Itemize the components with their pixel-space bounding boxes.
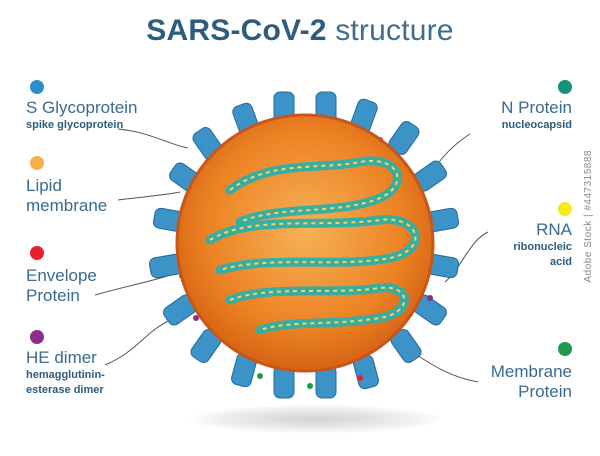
s-glyco-sub: spike glycoprotein: [26, 119, 124, 131]
label-envelope: Envelope Protein: [26, 266, 97, 306]
lipid-main: Lipid: [26, 176, 62, 195]
title-main: SARS-CoV-2: [146, 14, 327, 47]
title-rest: structure: [326, 14, 454, 47]
he-sub: hemagglutinin-: [26, 369, 105, 381]
n-protein-sub: nucleocapsid: [501, 119, 572, 131]
envelope-main: Envelope: [26, 266, 97, 285]
lipid-dot: [30, 156, 44, 170]
envelope-dot: [30, 246, 44, 260]
rna-main: RNA: [536, 220, 572, 239]
s-glyco-main: S Glycoprotein: [26, 98, 138, 117]
lipid-main2: membrane: [26, 196, 108, 215]
n-protein-dot: [558, 80, 572, 94]
membrane-main2: Protein: [518, 382, 572, 401]
membrane-main: Membrane: [490, 362, 572, 381]
membrane-dot: [558, 342, 572, 356]
page-title: SARS-CoV-2 structure: [0, 14, 600, 48]
lipid-membrane-shell: [175, 113, 435, 373]
leader-s-glyco: [117, 128, 189, 149]
leader-rna: [444, 231, 489, 283]
label-he-dimer: HE dimer hemagglutinin- esterase dimer: [26, 348, 105, 398]
label-s-glycoprotein: S Glycoprotein spike glycoprotein: [26, 98, 138, 133]
virus-shadow: [190, 405, 440, 433]
label-rna: RNA ribonucleic acid: [513, 220, 572, 270]
he-main: HE dimer: [26, 348, 97, 367]
rna-sub: ribonucleic: [513, 241, 572, 253]
label-membrane: Membrane Protein: [491, 362, 572, 402]
label-lipid: Lipid membrane: [26, 176, 107, 216]
n-protein-main: N Protein: [501, 98, 572, 117]
he-sub2: esterase dimer: [26, 384, 104, 396]
leader-he: [104, 317, 176, 366]
s-glyco-dot: [30, 80, 44, 94]
leader-lipid: [117, 191, 181, 201]
watermark-text: Adobe Stock | #447315888: [583, 150, 594, 283]
label-n-protein: N Protein nucleocapsid: [501, 98, 572, 133]
rna-sub2: acid: [549, 256, 572, 268]
rna-dot: [558, 202, 572, 216]
envelope-main2: Protein: [26, 286, 80, 305]
he-dot: [30, 330, 44, 344]
